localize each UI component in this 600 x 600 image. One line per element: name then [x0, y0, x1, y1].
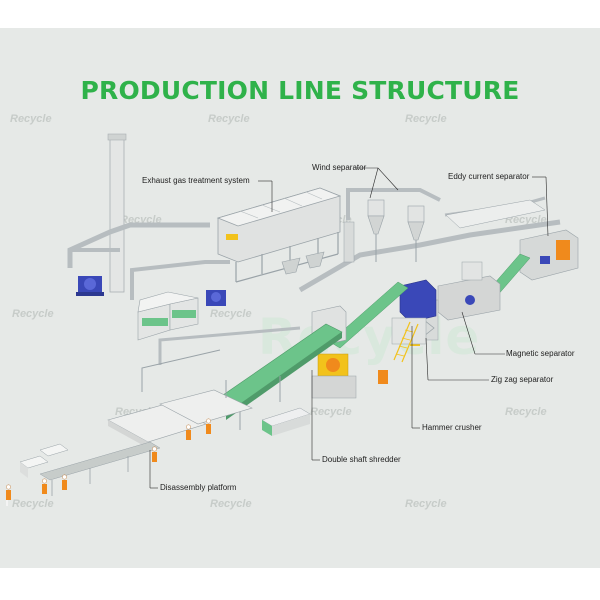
green-conveyor-crusher [329, 281, 409, 349]
label-wind-separator: Wind separator [312, 163, 367, 172]
workers [6, 424, 211, 506]
watermark: Recycle [405, 498, 447, 510]
fan-unit [76, 276, 104, 296]
page-title: PRODUCTION LINE STRUCTURE [80, 76, 520, 105]
watermark: Recycle [12, 308, 54, 320]
material-box [261, 407, 311, 436]
watermark: Recycle [210, 498, 252, 510]
watermark: Recycle [310, 406, 352, 418]
label-exhaust-gas-treatment-system: Exhaust gas treatment system [142, 176, 250, 185]
watermark: Recycle [12, 498, 54, 510]
exhaust-gas-treatment-system [216, 187, 342, 283]
disassembly-platform [19, 389, 253, 496]
filter-boxes [137, 291, 199, 341]
label-double-shaft-shredder: Double shaft shredder [322, 455, 401, 464]
wind-separator [343, 199, 425, 263]
label-hammer-crusher: Hammer crusher [422, 423, 482, 432]
double-shaft-shredder [311, 305, 388, 399]
watermark: Recycle [505, 406, 547, 418]
leader-lines [149, 167, 549, 489]
watermark: Recycle [208, 113, 250, 125]
label-magnetic-separator: Magnetic separator [506, 349, 575, 358]
magnetic-separator [437, 261, 501, 321]
label-zig-zag-separator: Zig zag separator [491, 375, 554, 384]
label-eddy-current-separator: Eddy current separator [448, 172, 530, 181]
hammer-crusher [391, 279, 437, 363]
eddy-current-separator [445, 199, 579, 281]
label-disassembly-platform: Disassembly platform [160, 483, 237, 492]
lamp-poles [141, 349, 227, 398]
watermark: Recycle [10, 113, 52, 125]
watermark: Recycle [210, 308, 252, 320]
fan-unit [206, 290, 226, 306]
exhaust-stack [107, 133, 127, 293]
watermark: Recycle [405, 113, 447, 125]
